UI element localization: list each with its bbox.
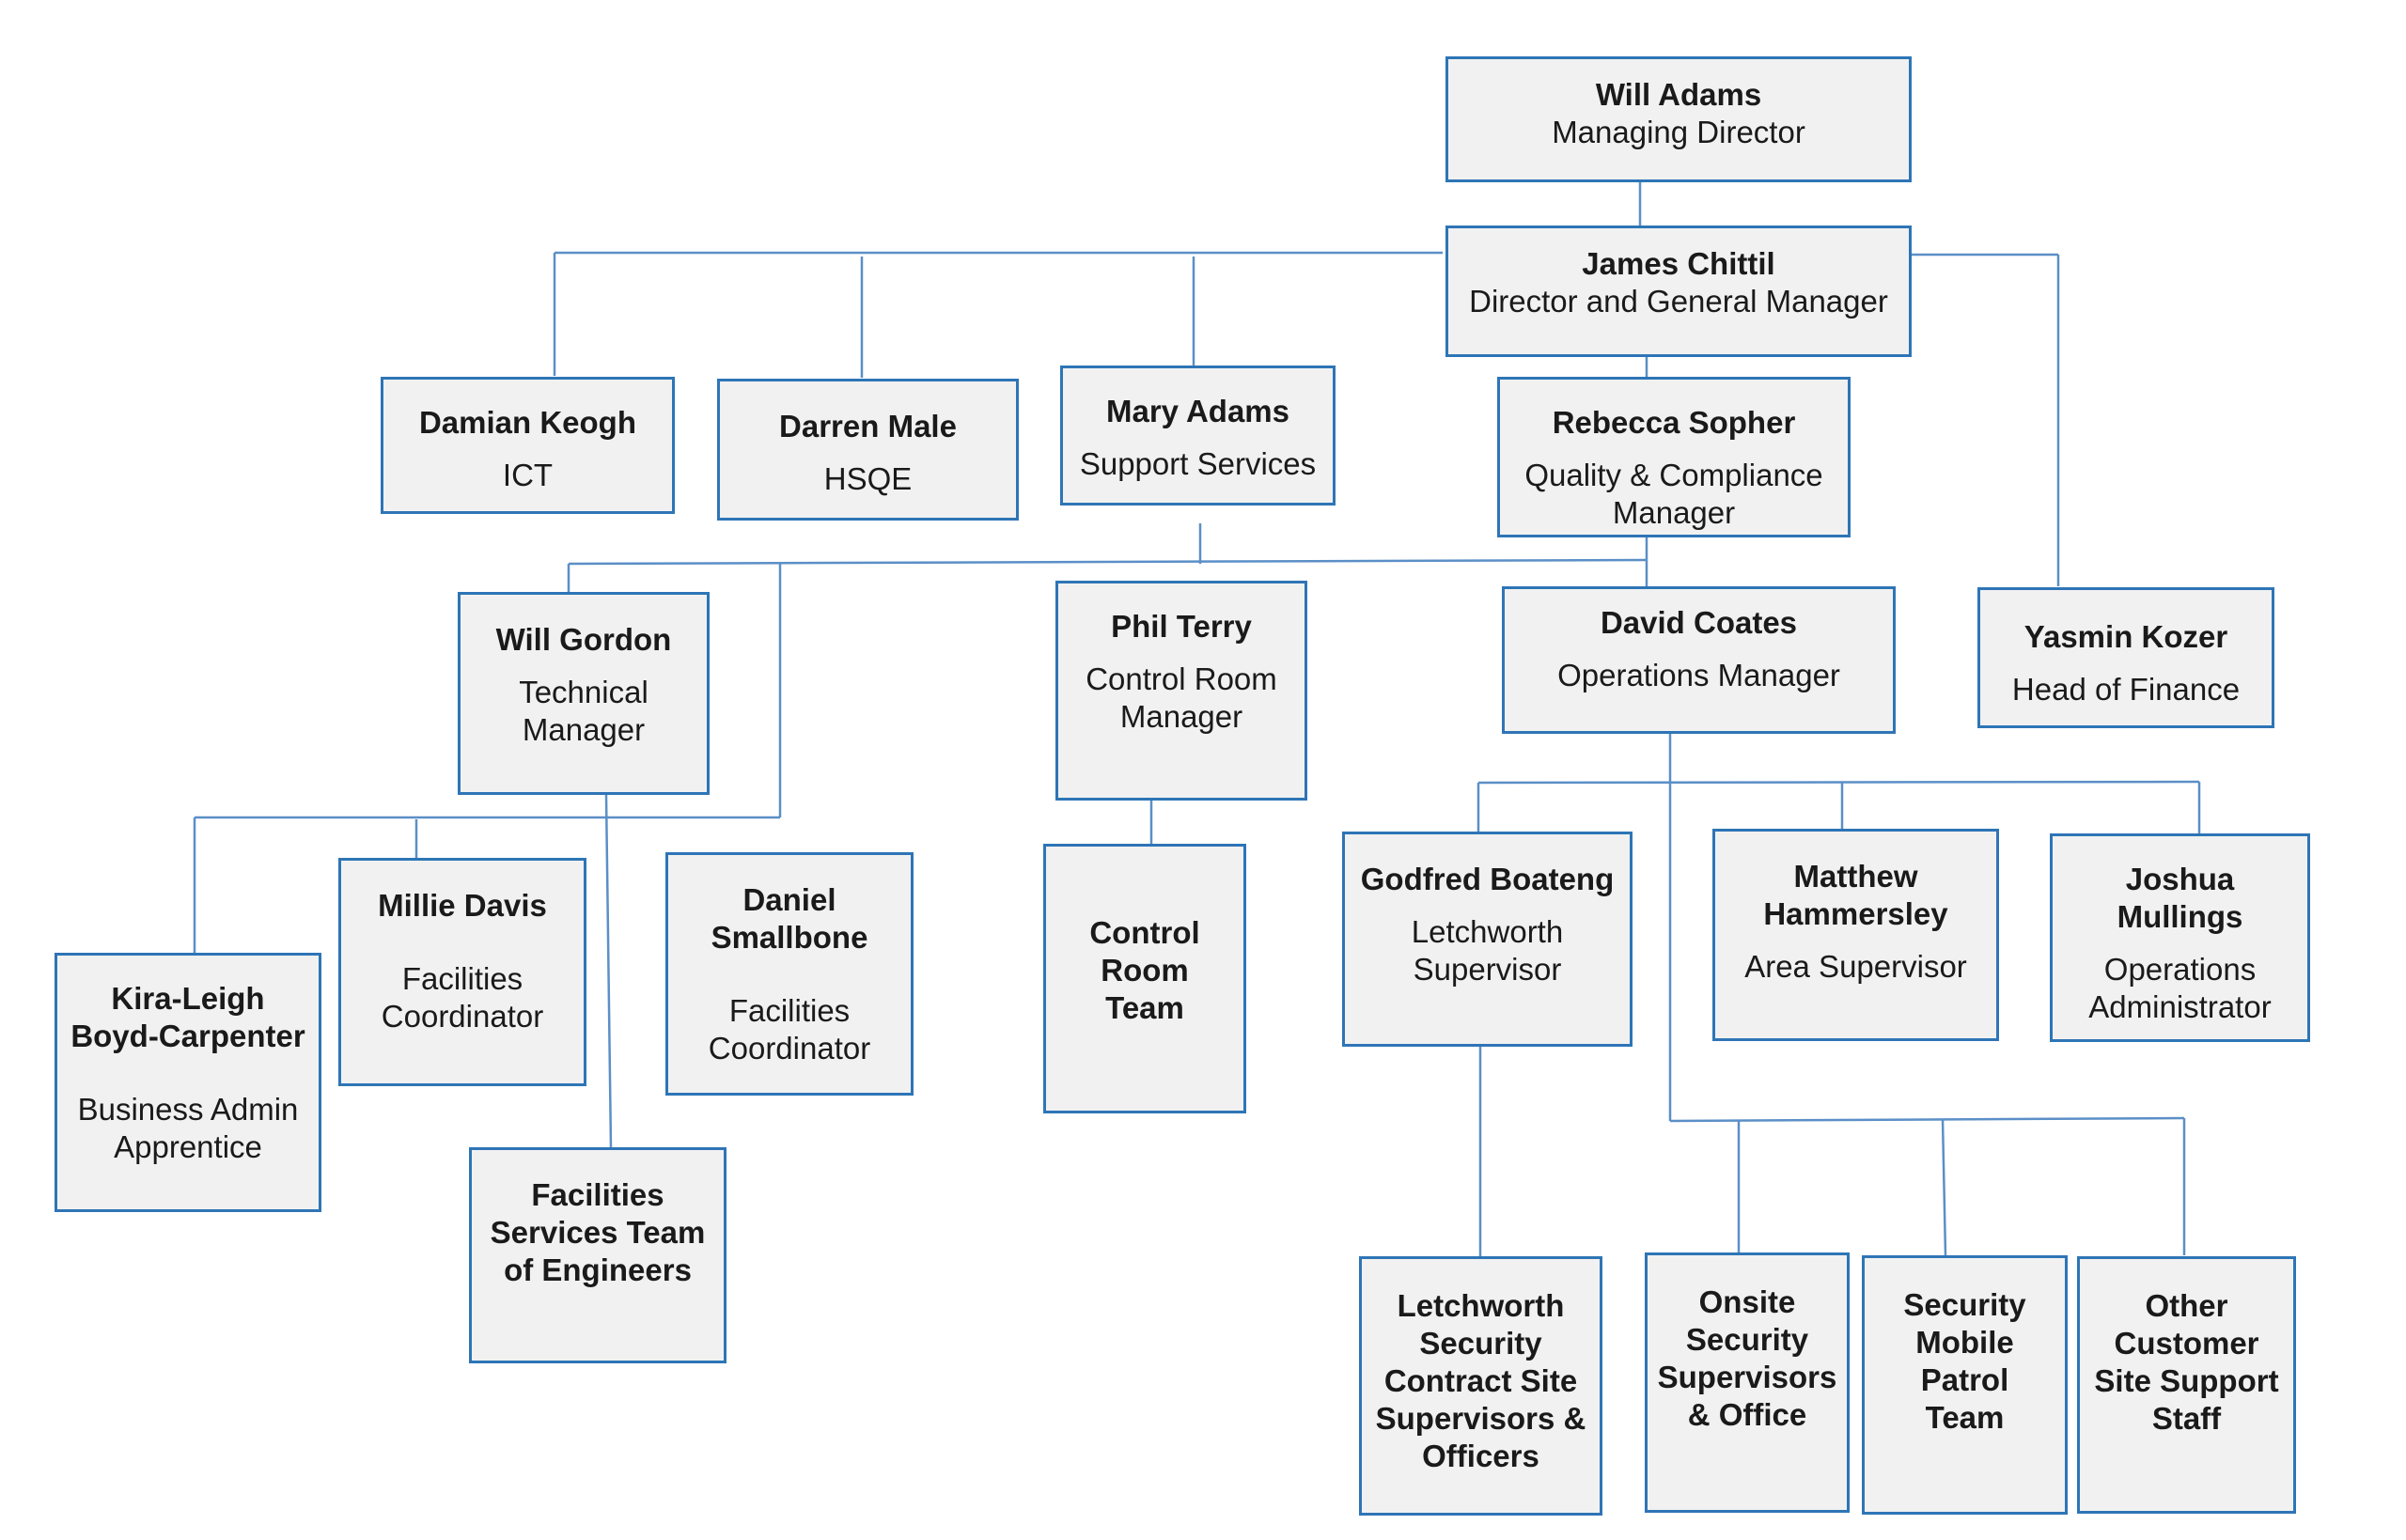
node-name: Matthew Hammersley <box>1763 859 1948 931</box>
node-name: Other Customer Site Support Staff <box>2094 1288 2279 1436</box>
node-name: James Chittil <box>1582 246 1775 281</box>
node-name: Damian Keogh <box>418 405 637 440</box>
node-security-mobile-patrol: Security Mobile Patrol Team <box>1862 1255 2068 1515</box>
node-facilities-services-team: Facilities Services Team of Engineers <box>469 1147 726 1363</box>
node-name: Letchworth Security Contract Site Superv… <box>1375 1288 1586 1473</box>
node-letchworth-security: Letchworth Security Contract Site Superv… <box>1359 1256 1602 1516</box>
node-name: Joshua Mullings <box>2117 862 2243 934</box>
node-role: Technical Manager <box>519 675 648 747</box>
node-millie-davis: Millie Davis Facilities Coordinator <box>338 858 586 1086</box>
node-role: HSQE <box>823 461 913 496</box>
node-name: Rebecca Sopher <box>1552 405 1796 440</box>
node-role: ICT <box>502 458 554 492</box>
connector-line <box>604 794 613 1149</box>
node-name: Yasmin Kozer <box>2023 619 2228 654</box>
connector-line <box>568 558 1648 566</box>
node-name: Daniel Smallbone <box>711 882 868 955</box>
connector-line <box>1941 1118 1947 1256</box>
node-phil-terry: Phil Terry Control Room Manager <box>1055 581 1307 801</box>
node-role: Support Services <box>1079 446 1317 481</box>
node-role: Area Supervisor <box>1744 949 1967 984</box>
node-role: Head of Finance <box>2011 672 2241 707</box>
node-role: Control Room Manager <box>1086 661 1277 734</box>
node-yasmin-kozer: Yasmin Kozer Head of Finance <box>1977 587 2274 728</box>
node-rebecca-sopher: Rebecca Sopher Quality & Compliance Mana… <box>1497 377 1851 537</box>
node-name: Godfred Boateng <box>1360 862 1615 896</box>
node-matthew-hammersley: Matthew Hammersley Area Supervisor <box>1712 829 1999 1041</box>
node-name: Will Gordon <box>495 622 672 657</box>
node-joshua-mullings: Joshua Mullings Operations Administrator <box>2050 833 2310 1042</box>
node-name: Millie Davis <box>378 888 547 923</box>
node-godfred-boateng: Godfred Boateng Letchworth Supervisor <box>1342 832 1633 1047</box>
node-will-gordon: Will Gordon Technical Manager <box>458 592 710 795</box>
node-other-customer-staff: Other Customer Site Support Staff <box>2077 1256 2296 1514</box>
node-role: Letchworth Supervisor <box>1411 914 1564 987</box>
node-role: Facilities Coordinator <box>708 993 871 1066</box>
node-name: Phil Terry <box>1111 609 1252 644</box>
connector-line <box>1669 1116 2185 1123</box>
node-role: Operations Administrator <box>2088 952 2272 1024</box>
node-mary-adams: Mary Adams Support Services <box>1060 366 1336 506</box>
node-role: Operations Manager <box>1557 658 1840 692</box>
node-will-adams: Will Adams Managing Director <box>1445 56 1912 182</box>
node-role: Quality & Compliance Manager <box>1524 458 1823 530</box>
node-daniel-smallbone: Daniel Smallbone Facilities Coordinator <box>665 852 914 1096</box>
node-name: Security Mobile Patrol Team <box>1903 1287 2026 1435</box>
node-name: Will Adams <box>1595 77 1762 112</box>
node-name: Darren Male <box>779 409 957 443</box>
node-name: Control Room Team <box>1089 915 1200 1025</box>
node-role: Director and General Manager <box>1469 284 1888 319</box>
node-david-coates: David Coates Operations Manager <box>1502 586 1896 734</box>
node-name: Onsite Security Supervisors & Office <box>1657 1284 1837 1432</box>
node-james-chittil: James Chittil Director and General Manag… <box>1445 226 1912 357</box>
node-name: David Coates <box>1600 605 1798 640</box>
node-name: Mary Adams <box>1105 394 1290 428</box>
node-name: Facilities Services Team of Engineers <box>490 1177 706 1287</box>
node-name: Kira-Leigh Boyd-Carpenter <box>70 981 305 1053</box>
node-darren-male: Darren Male HSQE <box>717 379 1019 521</box>
node-damian-keogh: Damian Keogh ICT <box>381 377 675 514</box>
node-role: Managing Director <box>1552 115 1805 149</box>
node-role: Facilities Coordinator <box>381 961 544 1034</box>
node-control-room-team: Control Room Team <box>1043 844 1246 1113</box>
node-onsite-security: Onsite Security Supervisors & Office <box>1645 1252 1850 1513</box>
node-role: Business Admin Apprentice <box>77 1092 299 1164</box>
connector-line <box>1477 780 2200 785</box>
node-kira-leigh-boyd-carpenter: Kira-Leigh Boyd-Carpenter Business Admin… <box>55 953 321 1212</box>
